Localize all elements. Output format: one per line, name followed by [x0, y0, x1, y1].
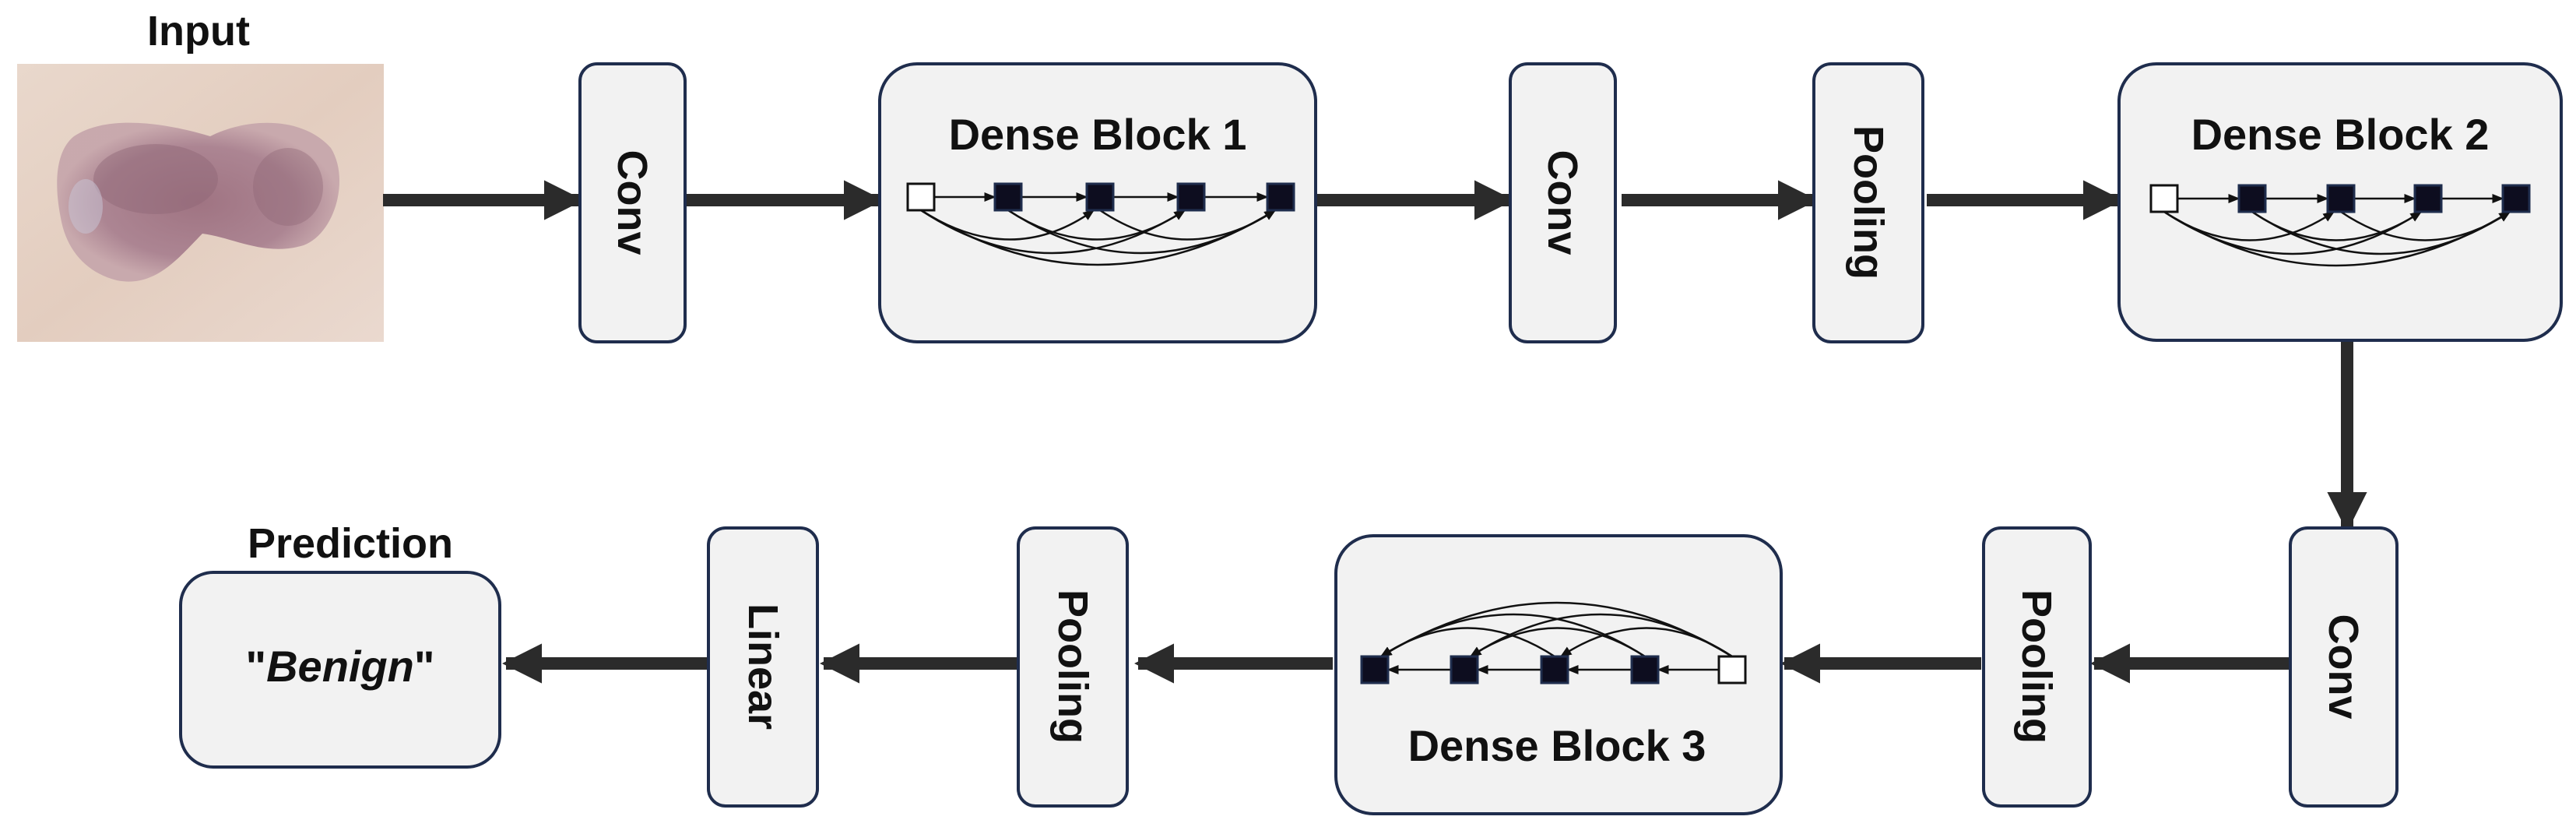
- conv-layer-2: Conv: [1509, 62, 1617, 343]
- conv-layer-1-label: Conv: [609, 150, 655, 255]
- dense-block-2: Dense Block 2: [2117, 62, 2563, 342]
- prediction-title: Prediction: [248, 520, 453, 567]
- dense-block-2-node: [2501, 184, 2531, 213]
- dense-block-1-node: [1085, 182, 1115, 212]
- svg-text:"Benign": "Benign": [246, 642, 435, 691]
- conv-layer-3-label: Conv: [2320, 614, 2367, 720]
- dense-block-1-connections: [920, 192, 1277, 266]
- conv-layer-3: Conv: [2289, 526, 2399, 808]
- dense-block-1-node: [993, 182, 1023, 212]
- dense-block-3-connections: [1379, 601, 1733, 674]
- conv-layer-2-label: Conv: [1539, 150, 1586, 255]
- dense-block-2-label: Dense Block 2: [2191, 110, 2490, 159]
- dense-block-1-label: Dense Block 1: [949, 110, 1247, 159]
- dense-block-2-input-node: [2149, 184, 2179, 213]
- dense-block-2-connections: [2163, 194, 2511, 267]
- dense-block-1-node: [1176, 182, 1206, 212]
- input-title: Input: [147, 8, 250, 55]
- dense-block-3-node: [1360, 655, 1390, 684]
- pooling-layer-3-label: Pooling: [1049, 589, 1096, 744]
- pooling-layer-2-label: Pooling: [2013, 589, 2060, 744]
- prediction-close-quote: ": [414, 642, 435, 691]
- prediction-box: "Benign": [179, 571, 501, 769]
- dense-block-3-label: Dense Block 3: [1408, 721, 1706, 770]
- pooling-layer-1-label: Pooling: [1845, 125, 1892, 280]
- dense-block-2-node: [2237, 184, 2267, 213]
- prediction-open-quote: ": [246, 642, 267, 691]
- dense-block-3: Dense Block 3: [1334, 534, 1783, 815]
- dense-block-3-node: [1540, 655, 1569, 684]
- linear-layer: Linear: [707, 526, 819, 808]
- conv-layer-1: Conv: [578, 62, 687, 343]
- dense-block-1-node: [1266, 182, 1295, 212]
- dense-block-1-input-node: [906, 182, 936, 212]
- dense-block-1: Dense Block 1: [878, 62, 1317, 343]
- dense-block-3-node: [1450, 655, 1479, 684]
- input-lesion-image: [17, 64, 384, 342]
- pooling-layer-1: Pooling: [1812, 62, 1924, 343]
- pooling-layer-2: Pooling: [1982, 526, 2092, 808]
- dense-block-2-node: [2326, 184, 2356, 213]
- dense-block-3-input-node: [1717, 655, 1747, 684]
- dense-block-2-node: [2413, 184, 2443, 213]
- prediction-value: Benign: [266, 642, 414, 691]
- pooling-layer-3: Pooling: [1017, 526, 1129, 808]
- dense-block-3-node: [1630, 655, 1660, 684]
- linear-layer-label: Linear: [740, 604, 786, 730]
